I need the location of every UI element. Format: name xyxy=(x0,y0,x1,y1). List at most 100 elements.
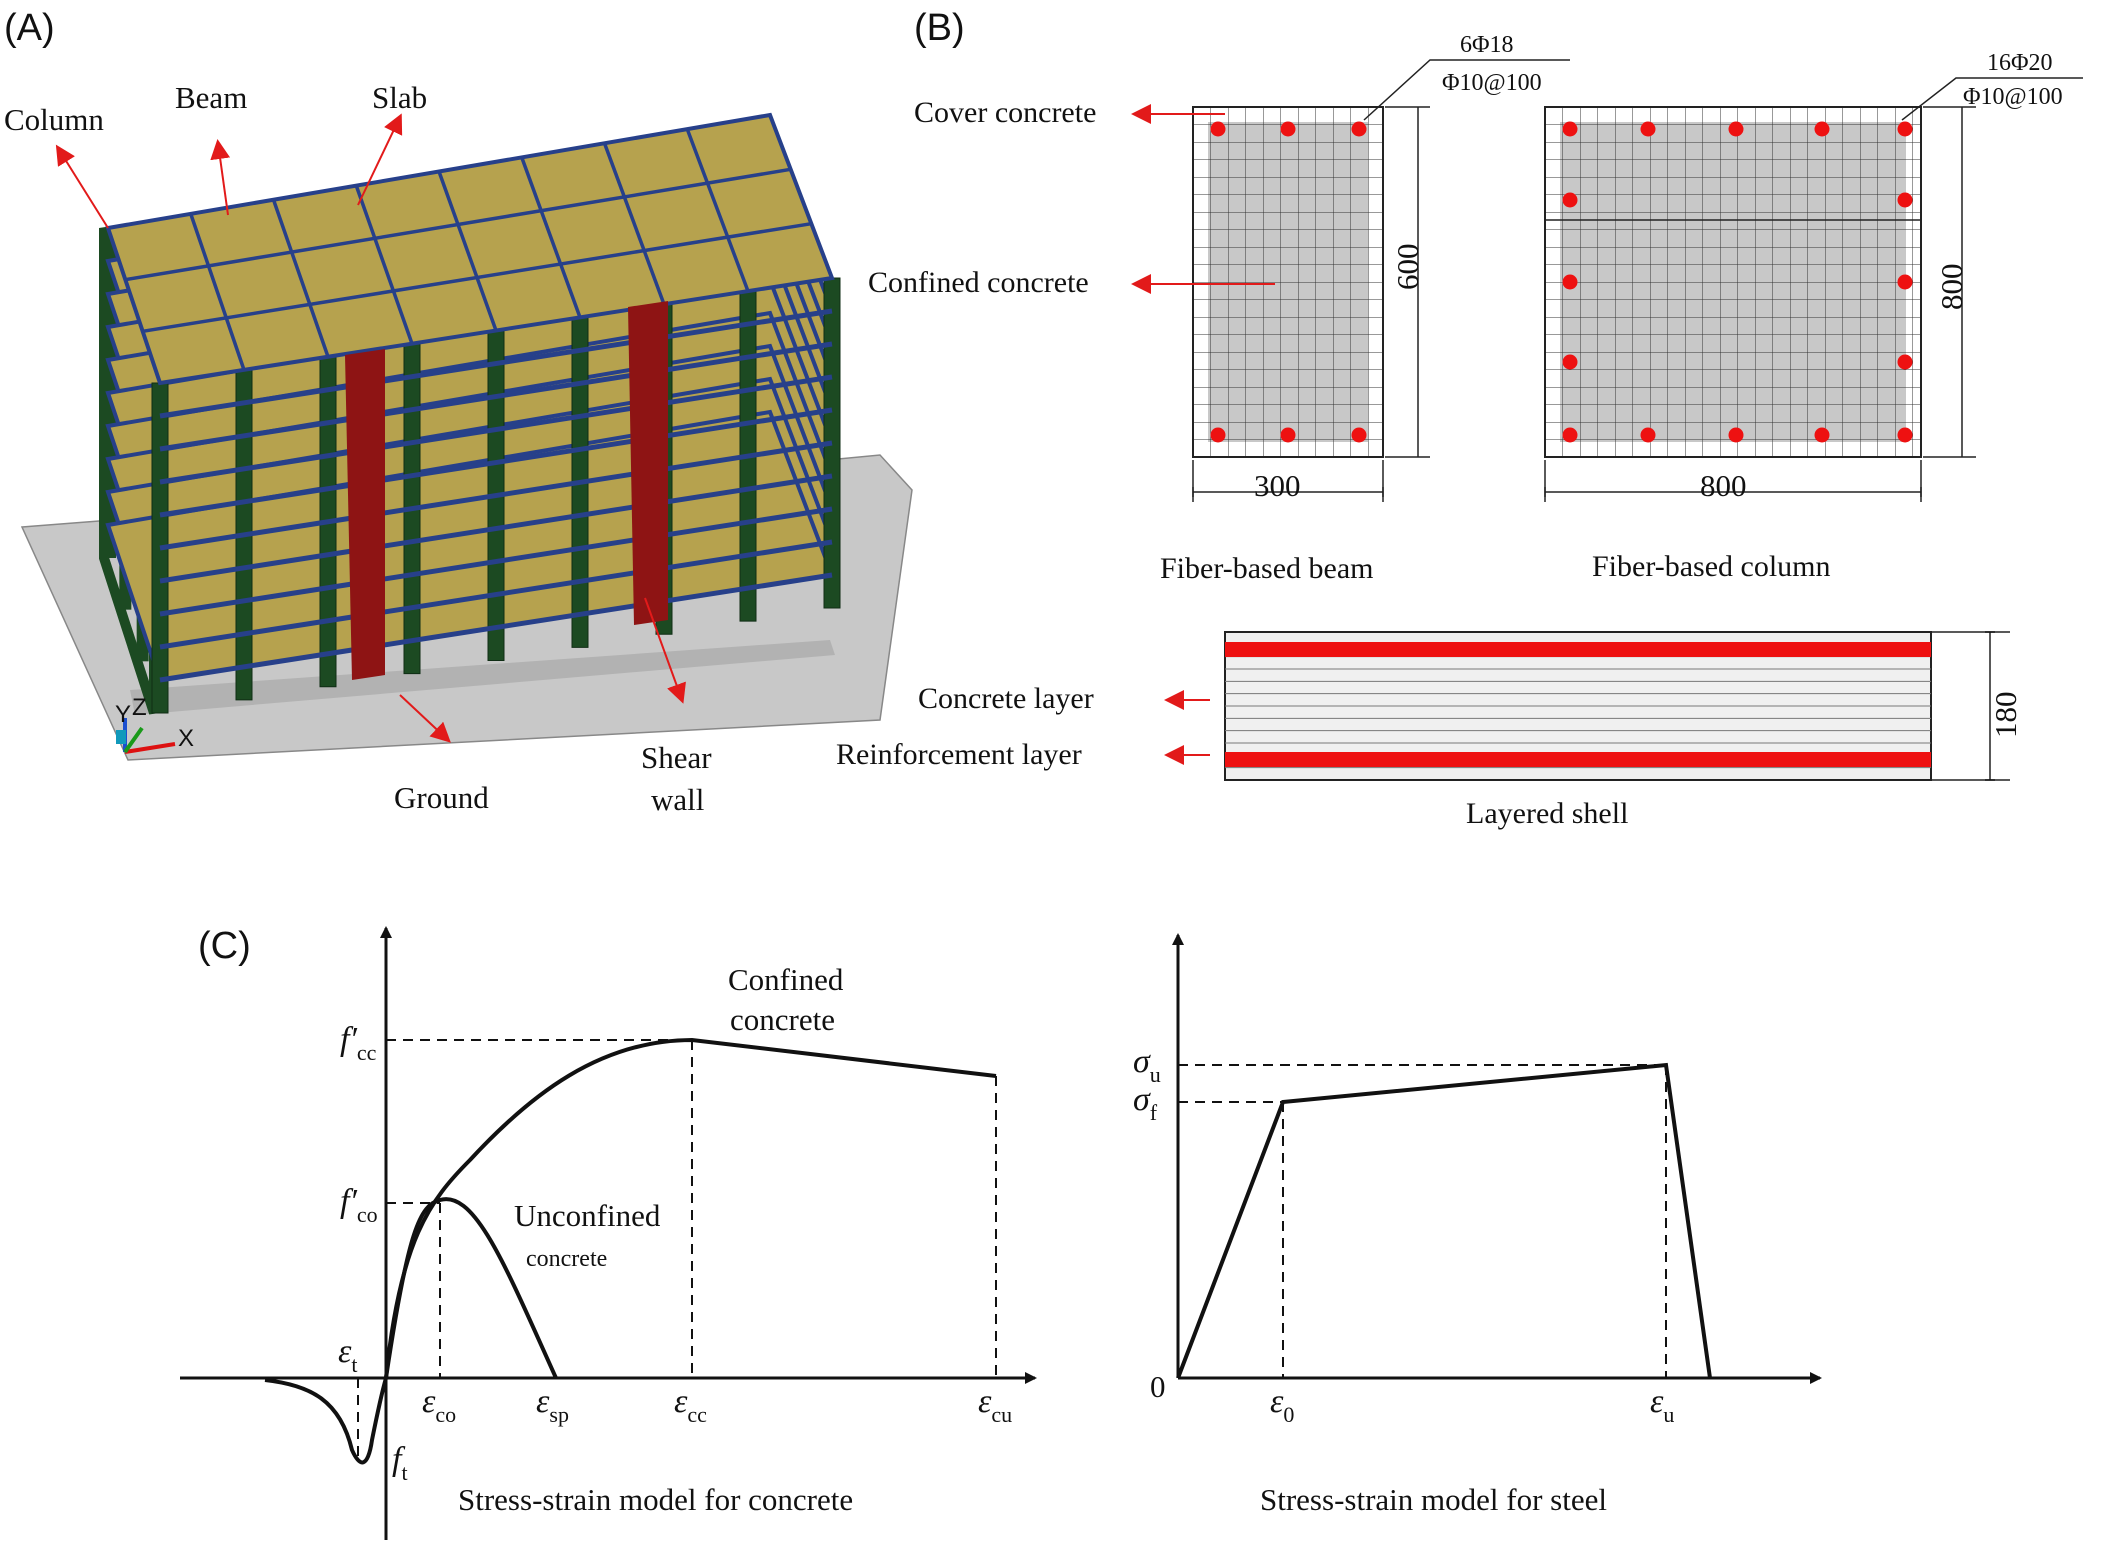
beam-rebar-spec: 6Φ18 xyxy=(1460,32,1514,58)
panel-c-label: (C) xyxy=(198,925,251,967)
beam xyxy=(159,374,833,485)
fcc-symbol: f′cc xyxy=(340,1021,377,1065)
beam-stirrup-spec: Φ10@100 xyxy=(1442,70,1542,96)
concrete-layer-label: Concrete layer xyxy=(918,682,1094,715)
beam xyxy=(159,539,833,650)
layered-shell xyxy=(1224,631,1932,781)
eps-sp-symbol: εsp xyxy=(536,1383,569,1427)
confined-concrete-curve xyxy=(384,1037,997,1379)
eps-cu-symbol: εcu xyxy=(978,1383,1012,1427)
axis-triad: Z Y X xyxy=(115,694,194,754)
roof-beam xyxy=(520,156,582,318)
column-height-dim: 800 xyxy=(1934,264,1969,311)
rebar-dot xyxy=(1280,121,1296,137)
roof-beam xyxy=(602,142,666,305)
unconfined-label-line1: Unconfined xyxy=(514,1198,661,1233)
beam xyxy=(159,440,833,551)
column-caption: Fiber-based column xyxy=(1592,550,1831,583)
rebar-dot xyxy=(1562,192,1578,208)
sigma-f-symbol: σf xyxy=(1133,1081,1158,1125)
fco-symbol: f′co xyxy=(340,1183,378,1227)
shear-wall-left xyxy=(345,349,385,680)
rebar-dot xyxy=(1210,121,1226,137)
beam-caption: Fiber-based beam xyxy=(1160,552,1374,585)
steel-stress-strain-plot xyxy=(1172,933,1822,1384)
eps-co-symbol: εco xyxy=(422,1383,456,1427)
beam xyxy=(159,308,833,419)
column-rebar-spec: 16Φ20 xyxy=(1987,50,2053,76)
cover-concrete-label: Cover concrete xyxy=(914,96,1096,129)
column-rebar-group xyxy=(1562,121,1913,443)
rebar-dot xyxy=(1897,192,1913,208)
steel-curve xyxy=(1176,1062,1712,1379)
beam-pointer xyxy=(210,139,231,216)
eps-u-symbol: εu xyxy=(1650,1383,1674,1427)
rebar-dot xyxy=(1280,427,1296,443)
ft-symbol: ft xyxy=(392,1441,408,1485)
rebar-dot xyxy=(1351,427,1367,443)
shell-thickness-dim: 180 xyxy=(1988,692,2023,739)
unconfined-label-line2: concrete xyxy=(526,1246,607,1272)
confined-label-line1: Confined xyxy=(728,962,844,997)
column-stirrup-spec: Φ10@100 xyxy=(1963,84,2063,110)
rebar-dot xyxy=(1897,274,1913,290)
beam xyxy=(159,572,833,683)
shear-wall-label-line1: Shear xyxy=(641,740,712,775)
eps-t-symbol: εt xyxy=(338,1333,358,1377)
roof-beam xyxy=(189,213,246,371)
rebar-dot xyxy=(1640,121,1656,137)
column-width-dim: 800 xyxy=(1700,468,1747,503)
roof-beam xyxy=(271,199,330,358)
confined-label-line2: concrete xyxy=(730,1002,835,1037)
axis-x-label: X xyxy=(178,725,194,752)
concrete-caption: Stress-strain model for concrete xyxy=(458,1482,853,1517)
roof-beam xyxy=(125,167,791,282)
reinforcement-layer-label: Reinforcement layer xyxy=(836,738,1082,771)
rebar-dot xyxy=(1897,121,1913,137)
ground-label: Ground xyxy=(394,780,489,815)
rebar-dot xyxy=(1562,274,1578,290)
roof-beam xyxy=(354,185,414,345)
rebar-dot xyxy=(1640,427,1656,443)
rebar-dot xyxy=(1210,427,1226,443)
panel-a-label: (A) xyxy=(4,7,55,49)
panel-b-label: (B) xyxy=(914,7,965,49)
beam xyxy=(159,473,833,584)
slab-label: Slab xyxy=(372,80,427,115)
rebar-dot xyxy=(1897,354,1913,370)
shear-wall-pointer xyxy=(644,597,686,704)
steel-caption: Stress-strain model for steel xyxy=(1260,1482,1607,1517)
beam-height-dim: 600 xyxy=(1390,244,1425,291)
shear-wall-right xyxy=(628,301,668,625)
eps-0-symbol: ε0 xyxy=(1270,1383,1294,1427)
unconfined-concrete-curve xyxy=(384,1197,558,1379)
ground-pointer xyxy=(399,694,451,743)
rebar-dot xyxy=(1814,427,1830,443)
rebar-dot xyxy=(1728,121,1744,137)
roof-beam xyxy=(142,221,812,334)
beam-label: Beam xyxy=(175,80,247,115)
rebar-dot xyxy=(1562,427,1578,443)
shell-caption: Layered shell xyxy=(1466,797,1628,830)
sigma-u-symbol: σu xyxy=(1133,1043,1161,1087)
rebar-dot xyxy=(1351,121,1367,137)
rebar-dot xyxy=(1897,427,1913,443)
column-pointer xyxy=(55,144,109,229)
axis-y-label: Y xyxy=(115,701,131,728)
concrete-stress-strain-plot xyxy=(180,926,1037,1540)
rebar-dot xyxy=(1814,121,1830,137)
eps-cc-symbol: εcc xyxy=(674,1383,707,1427)
beam xyxy=(159,341,833,452)
shear-wall-label-line2: wall xyxy=(651,782,704,817)
roof-beam xyxy=(685,128,750,292)
rebar-dot xyxy=(1562,121,1578,137)
rebar-dot xyxy=(1562,354,1578,370)
column-label: Column xyxy=(4,102,104,137)
confined-concrete-label: Confined concrete xyxy=(868,266,1089,299)
origin-zero: 0 xyxy=(1150,1369,1166,1404)
axis-z-label: Z xyxy=(132,694,147,721)
slab-pointer xyxy=(357,113,403,206)
beam-width-dim: 300 xyxy=(1254,468,1301,503)
column-section xyxy=(1544,106,1922,458)
